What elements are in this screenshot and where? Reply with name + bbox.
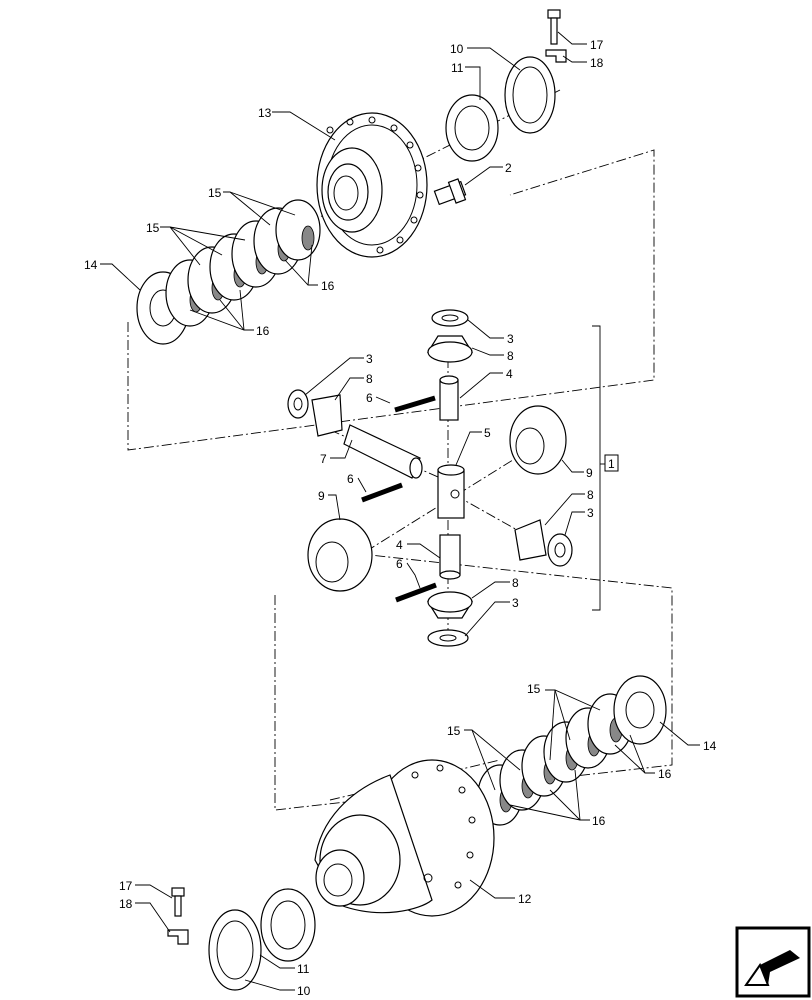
label-4-bottom: 4 [396, 538, 403, 552]
label-15-b: 15 [146, 221, 160, 235]
part-8-gear-right [514, 519, 547, 561]
callout-labels: 17 18 10 11 13 2 15 15 14 16 16 3 8 4 3 … [84, 38, 717, 998]
label-3-top: 3 [507, 332, 514, 346]
label-12: 12 [518, 892, 532, 906]
item-1-box [604, 454, 619, 472]
part-12-differential-housing [314, 759, 495, 917]
label-13: 13 [258, 106, 272, 120]
part-10-ring-lower [208, 909, 262, 991]
label-6-bottom: 6 [396, 557, 403, 571]
part-4-pin-top [439, 375, 459, 421]
part-4-pin-bottom [439, 534, 461, 580]
arrow-nav-icon[interactable] [735, 926, 811, 998]
label-8-top: 8 [507, 349, 514, 363]
part-11-bearing-upper [445, 94, 499, 162]
label-6-top: 6 [366, 391, 373, 405]
part-6-rollpin-top [394, 395, 436, 413]
label-7: 7 [320, 452, 327, 466]
lower-clutch-pack [477, 675, 667, 826]
part-17-bolt-upper [547, 9, 561, 45]
label-5: 5 [484, 426, 491, 440]
part-9-bearing-right [509, 405, 567, 475]
label-17-upper: 17 [590, 38, 604, 52]
part-8-gear-bottom [426, 591, 474, 619]
label-9-left: 9 [318, 489, 325, 503]
part-10-ring-upper [504, 56, 556, 134]
label-15-a: 15 [208, 186, 222, 200]
part-3-washer-left [287, 389, 309, 419]
label-17-lower: 17 [119, 879, 133, 893]
label-10-lower: 10 [297, 984, 311, 998]
label-8-left: 8 [366, 372, 373, 386]
part-8-gear-top [426, 335, 474, 363]
label-16-c: 16 [658, 767, 672, 781]
label-11-lower: 11 [297, 962, 310, 976]
part-18-clip-lower [167, 929, 189, 945]
label-6-mid: 6 [347, 472, 354, 486]
label-2: 2 [505, 161, 512, 175]
part-8-gear-left [311, 394, 343, 437]
label-16-a: 16 [321, 279, 335, 293]
label-3-left: 3 [366, 352, 373, 366]
part-18-clip-upper [545, 49, 567, 63]
label-15-d: 15 [447, 724, 461, 738]
label-16-b: 16 [256, 324, 270, 338]
label-14-upper: 14 [84, 258, 98, 272]
label-18-upper: 18 [590, 56, 604, 70]
label-8-bottom: 8 [512, 576, 519, 590]
label-10-upper: 10 [450, 42, 464, 56]
upper-clutch-pack [136, 199, 321, 345]
part-5-block [437, 464, 465, 519]
leader-lines [100, 31, 700, 991]
part-3-washer-right [547, 533, 573, 567]
part-3-washer-bottom [427, 629, 469, 647]
label-9-right: 9 [586, 466, 593, 480]
part-7-shaft [343, 424, 423, 479]
part-6-rollpin-bottom [395, 582, 437, 603]
label-16-d: 16 [592, 814, 606, 828]
part-3-washer-top [431, 309, 469, 327]
part-2-bolt [433, 178, 467, 206]
label-14-lower: 14 [703, 739, 717, 753]
label-1: 1 [608, 457, 615, 471]
label-3-right: 3 [587, 506, 594, 520]
label-8-right: 8 [587, 488, 594, 502]
label-3-bottom: 3 [512, 596, 519, 610]
group-bracket: 1 [592, 325, 619, 611]
part-17-bolt-lower [171, 887, 185, 917]
part-11-bearing-lower [260, 888, 316, 962]
part-9-bearing-left [307, 518, 373, 592]
label-15-c: 15 [527, 682, 541, 696]
label-4-top: 4 [506, 367, 513, 381]
part-13-flange-housing [316, 112, 428, 258]
part-6-rollpin-mid [361, 482, 403, 503]
label-18-lower: 18 [119, 897, 133, 911]
label-11-upper: 11 [451, 61, 464, 75]
